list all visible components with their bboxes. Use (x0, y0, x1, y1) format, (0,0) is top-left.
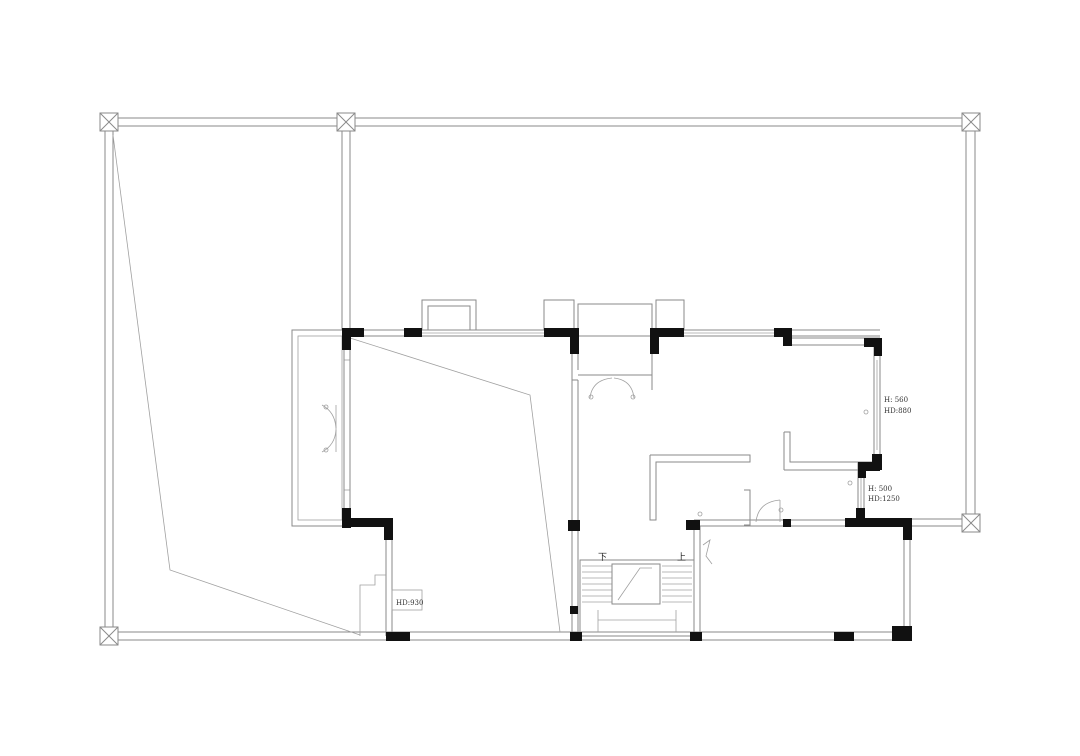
column (544, 328, 578, 337)
left-bay (291, 329, 350, 527)
column (650, 328, 684, 337)
column (858, 462, 880, 471)
pergola-frame (104, 117, 976, 641)
column (903, 518, 912, 540)
post-bottom-left (99, 626, 119, 646)
column (570, 328, 579, 354)
post-top-middle (336, 112, 356, 132)
column (404, 328, 422, 337)
column (384, 518, 393, 540)
pergola-posts (99, 112, 981, 646)
post-top-right (961, 112, 981, 132)
column (783, 328, 792, 346)
window-2-sill: HD:1250 (868, 495, 900, 503)
column (874, 338, 882, 356)
stair-up-label: 上 (677, 552, 686, 563)
column (690, 632, 702, 641)
column (864, 338, 882, 347)
structural-columns (342, 328, 912, 641)
column (568, 520, 580, 531)
post-right-lower (961, 513, 981, 533)
column (858, 462, 866, 478)
stair-down-label: 下 (598, 553, 607, 563)
building-walls (343, 299, 911, 641)
window-2-height: H: 500 (868, 485, 892, 493)
post-top-left (99, 112, 119, 132)
staircase (579, 559, 695, 637)
column (686, 520, 700, 530)
column (834, 632, 854, 641)
column (342, 328, 351, 350)
window-3-sill: HD:930 (396, 599, 423, 607)
column (783, 519, 791, 527)
window-1-height: H: 560 (884, 396, 908, 404)
column (856, 508, 865, 526)
column (892, 626, 912, 641)
column (570, 632, 582, 641)
annotations: H: 560 HD:880 H: 500 HD:1250 HD:930 下 上 (396, 396, 911, 607)
column (650, 328, 659, 354)
column (570, 606, 578, 614)
column (342, 328, 364, 337)
column (342, 518, 392, 527)
column (386, 632, 410, 641)
column (845, 518, 911, 527)
window-1-sill: HD:880 (884, 407, 911, 415)
